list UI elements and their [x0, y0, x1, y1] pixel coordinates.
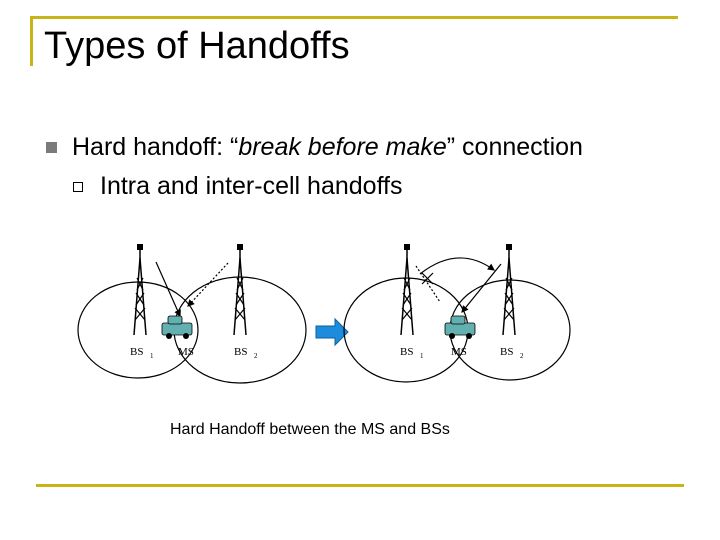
- left-bs1-label: BS: [130, 346, 143, 358]
- bullet-emphasis: break before make: [238, 133, 447, 161]
- left-bs2-label: BS: [234, 346, 247, 358]
- left-link-dashed: [187, 262, 229, 307]
- right-bs1-subscript: 1: [420, 352, 424, 360]
- transition-arrow: [315, 317, 349, 347]
- right-link-active: [461, 263, 502, 313]
- right-label-bs1: BS 1: [400, 346, 424, 360]
- bullet-text: Hard handoff: “break before make” connec…: [72, 132, 583, 162]
- tower-bs2-left: [233, 244, 247, 336]
- subbullet-square-icon: [73, 182, 83, 192]
- hard-handoff-diagram: BS 1 MS BS 2: [77, 244, 571, 384]
- left-frame-line: [30, 16, 33, 66]
- left-ms-label: MS: [178, 346, 194, 358]
- left-bs2-subscript: 2: [254, 352, 258, 360]
- tower-bs1-right: [400, 244, 414, 336]
- right-cells: BS 1 MS BS 2: [343, 244, 571, 383]
- broken-link-x-icon: [421, 272, 434, 285]
- right-vehicle-icon: [444, 315, 476, 339]
- diagram-caption: Hard Handoff between the MS and BSs: [170, 421, 450, 438]
- right-ms-label: MS: [451, 346, 467, 358]
- right-bs2-label: BS: [500, 346, 513, 358]
- right-bs2-subscript: 2: [520, 352, 524, 360]
- tower-bs2-right: [502, 244, 516, 336]
- left-cell-2-ellipse: [173, 276, 307, 384]
- right-link-broken: [415, 265, 441, 303]
- left-link-solid: [155, 261, 181, 318]
- slide-title: Types of Handoffs: [44, 25, 350, 67]
- tower-top-left-2: [237, 244, 243, 250]
- right-handoff-arc: [419, 257, 495, 275]
- left-label-bs2: BS 2: [234, 346, 258, 360]
- left-bs1-subscript: 1: [150, 352, 154, 360]
- left-cells: BS 1 MS BS 2: [77, 244, 307, 384]
- transition-arrow-icon: [315, 317, 349, 347]
- subbullet-text: Intra and inter-cell handoffs: [100, 172, 403, 200]
- right-bs1-label: BS: [400, 346, 413, 358]
- bullet-prefix: Hard handoff: “: [72, 133, 239, 161]
- left-vehicle-icon: [161, 315, 193, 339]
- tower-bs1-left: [133, 244, 147, 336]
- right-label-bs2: BS 2: [500, 346, 524, 360]
- bottom-frame-line: [36, 484, 684, 487]
- top-frame-line: [30, 16, 678, 19]
- left-label-bs1: BS 1: [130, 346, 154, 360]
- bullet-square-icon: [46, 142, 57, 153]
- tower-top-left-1: [137, 244, 143, 250]
- bullet-suffix: ” connection: [446, 133, 583, 161]
